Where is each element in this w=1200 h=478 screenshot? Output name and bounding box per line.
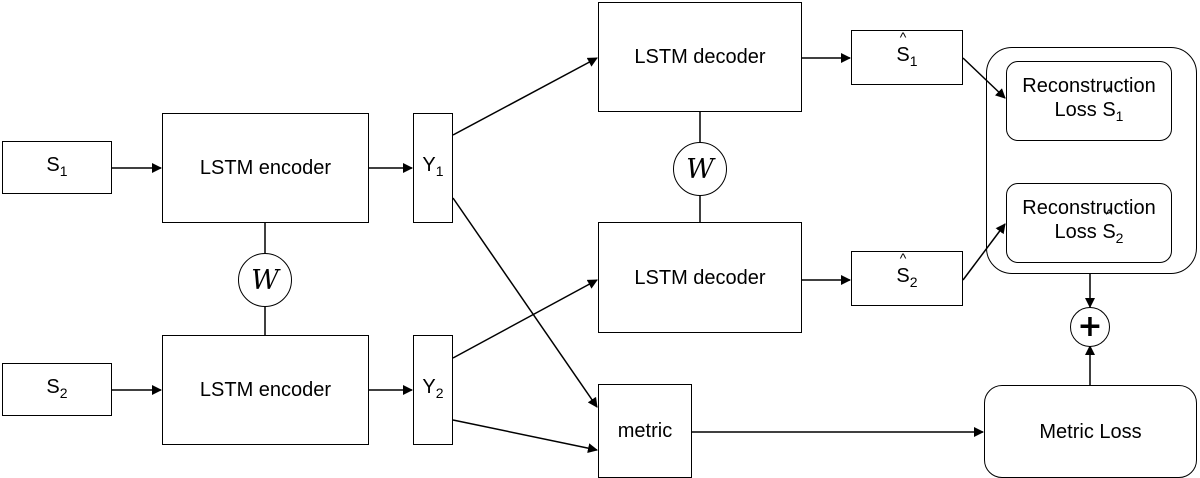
metric-loss-box: Metric Loss [984, 385, 1197, 478]
embedding-y1-label: Y1 [422, 154, 444, 179]
metric-label: metric [617, 420, 673, 442]
reconstruction-loss-s2: Reconstruction Loss S2 [1006, 183, 1172, 263]
weight-symbol: W [686, 153, 714, 185]
lstm-encoder-bottom: LSTM encoder [162, 335, 369, 445]
edge-y1-to-metric [452, 197, 598, 408]
lstm-encoder-bottom-label: LSTM encoder [199, 379, 332, 401]
edge-s2-hat-to-recon2 [962, 223, 1006, 281]
input-s2: S2 [2, 363, 112, 416]
edge-y1-to-decoder-top [452, 57, 598, 136]
reconstruction-loss-s2-text: Reconstruction Loss S2 [1022, 196, 1155, 250]
input-s1-label: S1 [46, 153, 68, 179]
shared-weight-decoder: W [673, 142, 727, 196]
metric-box: metric [598, 384, 692, 478]
lstm-decoder-top-label: LSTM decoder [634, 46, 766, 68]
input-s2-label: S2 [46, 375, 68, 401]
plus-icon: + [1077, 309, 1103, 344]
embedding-y1: Y1 [413, 113, 453, 223]
output-s1-hat: S1 [851, 30, 963, 85]
embedding-y2-label: Y2 [422, 376, 444, 401]
metric-loss-label: Metric Loss [1039, 420, 1142, 443]
reconstruction-loss-s1-text: Reconstruction Loss S1 [1022, 74, 1155, 128]
reconstruction-loss-s1: Reconstruction Loss S1 [1006, 61, 1172, 141]
output-s1-hat-label: S1 [896, 43, 917, 73]
weight-symbol: W [251, 264, 279, 296]
output-s2-hat-label: S2 [896, 264, 917, 294]
input-s1: S1 [2, 141, 112, 194]
lstm-encoder-top: LSTM encoder [162, 113, 369, 223]
sum-node: + [1070, 307, 1110, 347]
lstm-decoder-bottom: LSTM decoder [598, 222, 802, 333]
lstm-decoder-top: LSTM decoder [598, 2, 802, 112]
edge-s1-hat-to-recon1 [962, 57, 1006, 99]
lstm-decoder-bottom-label: LSTM decoder [634, 266, 766, 289]
output-s2-hat: S2 [851, 251, 963, 306]
edge-y2-to-metric [452, 419, 598, 454]
lstm-encoder-top-label: LSTM encoder [199, 157, 332, 179]
reconstruction-loss-group [986, 47, 1197, 274]
edge-y2-to-decoder-bottom [452, 279, 598, 359]
shared-weight-encoder: W [238, 253, 292, 307]
embedding-y2: Y2 [413, 335, 453, 445]
